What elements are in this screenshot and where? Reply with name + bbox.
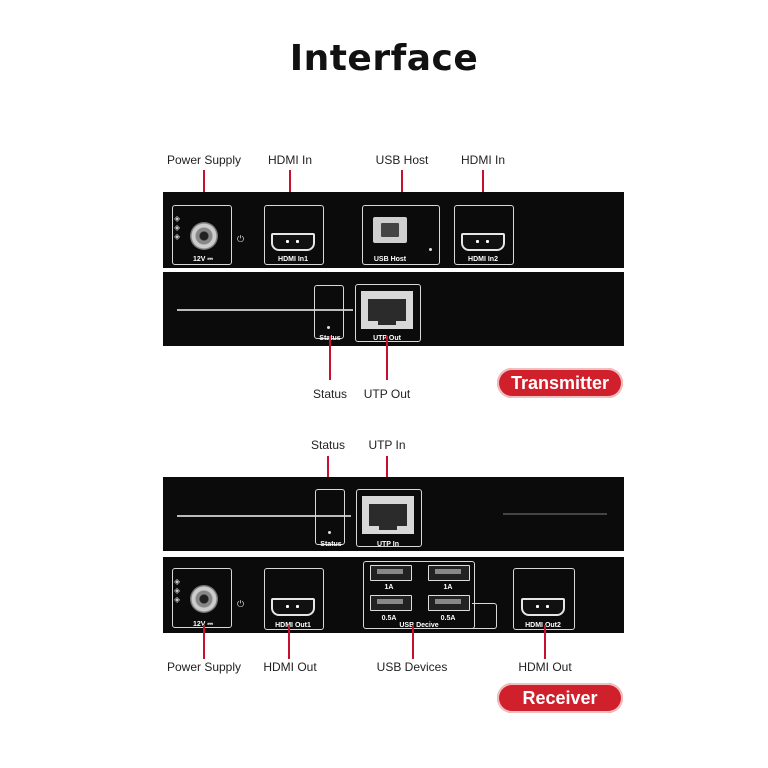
leader-line bbox=[203, 170, 205, 212]
hdmi-in2-port bbox=[461, 233, 505, 251]
usb-a-port bbox=[370, 595, 412, 611]
utp-in-port-frame bbox=[356, 489, 422, 547]
leader-line bbox=[289, 170, 291, 210]
transmitter-badge: Transmitter bbox=[497, 368, 623, 398]
port-label-usb-1a-left: 1A bbox=[384, 584, 394, 591]
hdmi-pin-dot bbox=[536, 605, 539, 608]
callout-tx-hdmi-in-1: HDMI In bbox=[267, 153, 313, 167]
ground-symbols-icon: ◈◈◈ bbox=[174, 577, 181, 604]
port-label-utp-in: UTP In bbox=[376, 541, 400, 548]
usb-a-port bbox=[428, 595, 470, 611]
usb-devices-frame bbox=[363, 561, 475, 629]
hdmi-pin-dot bbox=[286, 240, 289, 243]
callout-rx-hdmi-out-2: HDMI Out bbox=[518, 660, 572, 674]
dc-power-jack bbox=[190, 222, 218, 250]
usb-a-port bbox=[370, 565, 412, 581]
callout-tx-power-supply: Power Supply bbox=[166, 153, 242, 167]
hdmi-in1-port bbox=[271, 233, 315, 251]
hdmi-out2-port bbox=[521, 598, 565, 616]
ground-symbols-icon: ◈◈◈ bbox=[174, 214, 181, 241]
hdmi-pin-dot bbox=[286, 605, 289, 608]
usb-devices-frame-tab bbox=[472, 603, 497, 629]
hdmi-out1-port bbox=[271, 598, 315, 616]
rj45-port bbox=[362, 496, 414, 534]
port-label-hdmi-in1: HDMI In1 bbox=[278, 256, 308, 263]
indicator-led bbox=[429, 248, 432, 251]
usb-a-port bbox=[428, 565, 470, 581]
port-label-status: Status bbox=[320, 541, 342, 548]
page-title: Interface bbox=[289, 38, 479, 79]
hdmi-pin-dot bbox=[296, 605, 299, 608]
power-port-frame bbox=[172, 568, 232, 628]
port-label-usb-05a-right: 0.5A bbox=[440, 615, 456, 622]
dc-power-jack bbox=[190, 585, 218, 613]
status-led bbox=[327, 326, 330, 329]
receiver-badge: Receiver bbox=[497, 683, 623, 713]
hdmi-pin-dot bbox=[476, 240, 479, 243]
receiver-front-panel: Status UTP In bbox=[163, 477, 624, 551]
status-led bbox=[328, 531, 331, 534]
panel-stripe bbox=[503, 513, 607, 515]
status-led-frame bbox=[315, 489, 345, 545]
panel-stripe bbox=[177, 515, 351, 517]
status-led-frame bbox=[314, 285, 344, 339]
transmitter-front-panel: Status UTP Out bbox=[163, 272, 624, 346]
hdmi-out1-port-frame bbox=[264, 568, 324, 630]
port-label-usb-device: USB Decive bbox=[399, 622, 439, 629]
port-label-hdmi-out1: HDMI Out1 bbox=[275, 622, 311, 629]
usb-host-port-frame bbox=[362, 205, 440, 265]
port-label-usb-05a-left: 0.5A bbox=[381, 615, 397, 622]
hdmi-in1-port-frame bbox=[264, 205, 324, 265]
callout-tx-hdmi-in-2: HDMI In bbox=[460, 153, 506, 167]
callout-rx-hdmi-out-1: HDMI Out bbox=[263, 660, 317, 674]
callout-rx-utp-in: UTP In bbox=[368, 438, 406, 452]
port-label-power: 12V ⎓ bbox=[193, 256, 213, 263]
leader-line bbox=[386, 456, 388, 490]
callout-rx-usb-devices: USB Devices bbox=[376, 660, 448, 674]
leader-line bbox=[412, 625, 414, 659]
transmitter-rear-panel: ◈◈◈ 12V ⎓ ⏻ HDMI In1 USB Host HDMI In2 bbox=[163, 192, 624, 268]
port-label-usb-host: USB Host bbox=[373, 256, 407, 263]
hdmi-in2-port-frame bbox=[454, 205, 514, 265]
leader-line bbox=[544, 625, 546, 659]
leader-line bbox=[329, 336, 331, 380]
leader-line bbox=[386, 336, 388, 380]
leader-line bbox=[288, 625, 290, 659]
rj45-port bbox=[361, 291, 413, 329]
hdmi-pin-dot bbox=[546, 605, 549, 608]
usb-b-port bbox=[373, 217, 407, 243]
panel-stripe bbox=[177, 309, 353, 311]
port-label-hdmi-out2: HDMI Out2 bbox=[525, 622, 561, 629]
power-port-frame bbox=[172, 205, 232, 265]
leader-line bbox=[482, 170, 484, 210]
hdmi-pin-dot bbox=[296, 240, 299, 243]
hdmi-pin-dot bbox=[486, 240, 489, 243]
callout-rx-status: Status bbox=[310, 438, 346, 452]
leader-line bbox=[401, 170, 403, 210]
power-icon: ⏻ bbox=[237, 234, 245, 244]
callout-tx-usb-host: USB Host bbox=[375, 153, 429, 167]
power-icon: ⏻ bbox=[237, 599, 245, 609]
leader-line bbox=[203, 625, 205, 659]
receiver-rear-panel: ◈◈◈ 12V ⎓ ⏻ HDMI Out1 1A 1A 0.5A 0.5A US… bbox=[163, 557, 624, 633]
callout-tx-status: Status bbox=[312, 387, 348, 401]
port-label-power: 12V ⎓ bbox=[193, 621, 213, 628]
utp-out-port-frame bbox=[355, 284, 421, 342]
port-label-usb-1a-right: 1A bbox=[443, 584, 453, 591]
callout-rx-power-supply: Power Supply bbox=[166, 660, 242, 674]
callout-tx-utp-out: UTP Out bbox=[363, 387, 411, 401]
leader-line bbox=[327, 456, 329, 490]
port-label-hdmi-in2: HDMI In2 bbox=[468, 256, 498, 263]
